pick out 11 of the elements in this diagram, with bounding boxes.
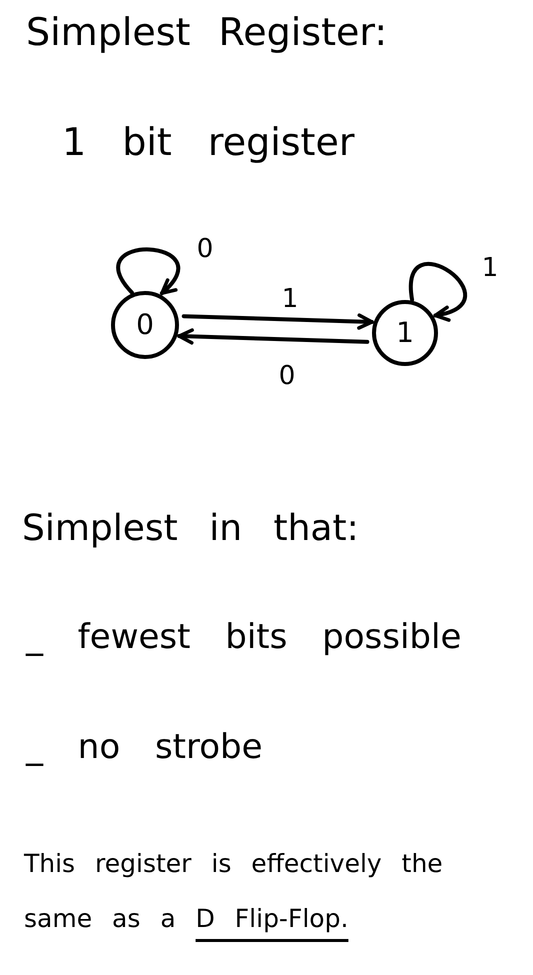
state-circle: 1 (372, 300, 438, 366)
transition-arrow (182, 313, 374, 330)
list-item: _ fewest bits possible (26, 617, 462, 658)
state-circle: 0 (111, 291, 179, 359)
subheading: 1 bit register (62, 120, 354, 166)
list-item: _ no strobe (26, 727, 263, 768)
self-loop-arrow (116, 247, 180, 296)
title: Simplest Register: (26, 10, 388, 56)
self-loop-arrow (409, 262, 468, 320)
transition-arrow (177, 328, 370, 345)
heading: Simplest in that: (22, 507, 359, 550)
